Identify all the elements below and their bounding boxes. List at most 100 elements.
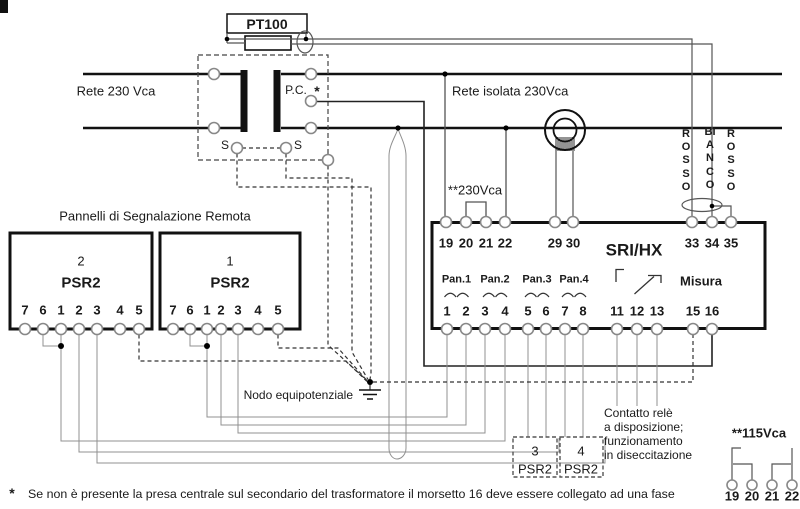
cable-loop: [388, 127, 407, 460]
psr2-2-terminal-label: 2: [75, 302, 83, 318]
equipotential-dashed-wires: [138, 147, 694, 383]
twisted-pair-symbol-left: [296, 30, 314, 54]
pan-label-2: Pan.2: [480, 273, 510, 286]
wire-color-rosso-1: ROSSO: [681, 128, 691, 193]
node-to-terminal-15: [373, 334, 694, 383]
pan-brace: [524, 292, 550, 298]
psr2-1-terminal-label: 7: [169, 302, 177, 318]
v115-terminal-label: 22: [784, 488, 800, 504]
transformer-terminal: [304, 94, 318, 108]
srihx-bottom-terminal: [478, 322, 492, 336]
screen-terminal-s-left: [230, 141, 244, 155]
pc-star: *: [314, 83, 320, 99]
srihx-bottom-terminal: [459, 322, 473, 336]
psr2-box-2: [8, 231, 154, 331]
psr2-box-1: [158, 231, 302, 331]
footnote-marker: *: [9, 485, 15, 501]
psr2-2-number: 2: [77, 253, 85, 269]
equipotential-node-dot: [367, 379, 373, 385]
transformer-terminal: [207, 121, 221, 135]
psr2-1-terminal: [200, 322, 214, 336]
srihx-top-terminal: [479, 215, 493, 229]
psr2-2-terminal-label: 6: [39, 302, 47, 318]
srihx-bottom-terminal-label: 6: [542, 303, 550, 319]
corner-mark: [0, 0, 8, 13]
psr2-box-3: [512, 436, 558, 478]
pt100-label-box: [226, 13, 308, 34]
pan-brace: [482, 292, 508, 298]
srihx-top-terminal: [498, 215, 512, 229]
psr2-box-4: [559, 436, 604, 478]
srihx-bottom-terminal-label: 11: [610, 303, 624, 319]
center-tap-wire-to-16: [317, 100, 713, 367]
ct-secondary-wires: [555, 151, 574, 217]
pan-label-1: Pan.1: [441, 273, 472, 286]
s-right-label: S: [293, 138, 303, 153]
psr2-2-terminal: [36, 322, 50, 336]
s-left-label: S: [220, 138, 230, 153]
psr2-1-terminal: [271, 322, 285, 336]
srihx-bottom-terminal-label: 1: [443, 303, 451, 319]
terminal-circles: [18, 67, 798, 491]
psr2-1-terminal: [231, 322, 245, 336]
relay-note-line-4: in diseccitazione: [604, 448, 693, 463]
psr2-1-terminal-label: 1: [203, 302, 211, 318]
srihx-top-terminal-label: 20: [458, 235, 474, 251]
srihx-bottom-terminal-label: 3: [481, 303, 489, 319]
footnote-text: Se non è presente la presa centrale sul …: [28, 486, 675, 501]
srihx-bottom-terminal: [521, 322, 535, 336]
srihx-top-terminal-label: 35: [723, 235, 739, 251]
srihx-top-terminal: [724, 215, 738, 229]
srihx-device-box: [430, 221, 767, 330]
psr2-1-name: PSR2: [210, 274, 250, 292]
psr2-1-terminal-label: 6: [186, 302, 194, 318]
srihx-top-terminal-label: 22: [497, 235, 513, 251]
current-transformer: [544, 109, 586, 217]
isolated-line-label: Rete isolata 230Vca: [452, 83, 569, 99]
srihx-top-terminal-label: 19: [438, 235, 454, 251]
junction-dots: [58, 36, 715, 385]
supply-115-label: **115Vca: [731, 425, 787, 441]
srihx-top-terminal: [685, 215, 699, 229]
psr2-1-terminal: [183, 322, 197, 336]
psr2-2-terminal: [90, 322, 104, 336]
psr2-2-terminal-label: 4: [116, 302, 124, 318]
shield-terminal: [321, 153, 335, 167]
mains-line-label: Rete 230 Vca: [76, 83, 156, 99]
srihx-top-terminal: [566, 215, 580, 229]
pan-brace: [561, 292, 587, 298]
pt100-resistor: [244, 35, 292, 51]
v115-terminal: [786, 479, 798, 491]
relay-note-line-3: funzionamento: [604, 434, 683, 449]
srihx-bottom-terminal-label: 5: [524, 303, 532, 319]
wire-color-rosso-2: ROSSO: [726, 128, 736, 193]
pt100-wire-red2: [712, 205, 732, 217]
pan-braces: [444, 292, 587, 298]
srihx-bottom-terminal-label: 16: [704, 303, 720, 319]
srihx-bottom-terminal-label: 8: [579, 303, 587, 319]
transformer-terminal: [304, 121, 318, 135]
srihx-bottom-terminal: [650, 322, 664, 336]
relay-contact-symbol: [615, 268, 662, 295]
transformer-core: [240, 70, 281, 132]
srihx-bottom-terminal-label: 2: [462, 303, 470, 319]
pan-label-3: Pan.3: [522, 273, 552, 286]
supply-wires: [444, 74, 507, 217]
psr2-2-terminal: [18, 322, 32, 336]
pt100-wire-white: [291, 43, 713, 217]
psr2-2-name: PSR2: [61, 274, 101, 292]
v115-terminal: [766, 479, 778, 491]
srihx-bottom-terminal: [498, 322, 512, 336]
twisted-pair-symbol-right: [681, 197, 723, 213]
jumper-20-21: [465, 201, 487, 217]
srihx-top-terminal-label: 30: [565, 235, 581, 251]
screen-terminal-s-right: [279, 141, 293, 155]
device-name: SRI/HX: [605, 240, 663, 260]
srihx-bottom-terminal: [686, 322, 700, 336]
srihx-bottom-terminal: [576, 322, 590, 336]
psr2-2-terminal: [72, 322, 86, 336]
psr2-2-terminal-label: 7: [21, 302, 29, 318]
misura-label: Misura: [680, 273, 722, 289]
pt100-wire-red1: [227, 38, 693, 217]
